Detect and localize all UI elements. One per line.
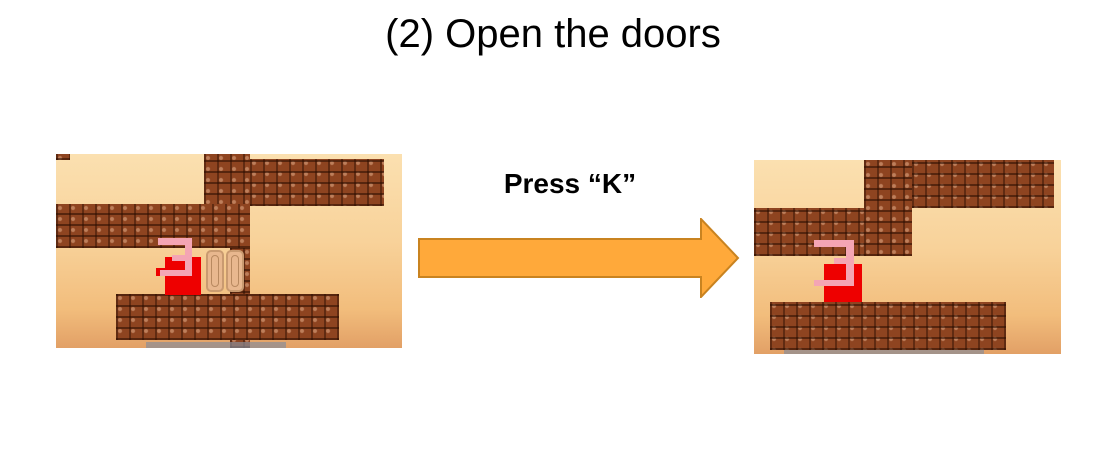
door-left-pane [206,250,224,292]
brick-wall [250,159,384,206]
slide-title: (2) Open the doors [385,12,721,56]
brick-wall [204,154,250,206]
game-scene-after [754,160,1061,354]
brick-platform [56,204,250,248]
player-body [165,257,201,295]
player-pink-marker [160,270,192,276]
brick-platform [754,208,864,256]
player-pink-marker [172,255,192,261]
player-pink-marker [814,280,854,286]
floor-shadow [784,350,984,354]
brick-floor [116,294,339,340]
brick-wall [912,160,1054,208]
right-arrow-icon [418,218,740,298]
game-scene-before [56,154,402,348]
brick-wall [864,160,912,256]
action-caption: Press “K” [503,168,637,199]
brick-floor [770,302,1006,350]
brick-wall [56,154,70,160]
player-pink-marker [158,238,192,245]
player-pink-marker [834,258,854,264]
player-pink-marker [814,240,854,247]
floor-shadow [146,342,286,348]
door-right-pane [226,250,244,292]
